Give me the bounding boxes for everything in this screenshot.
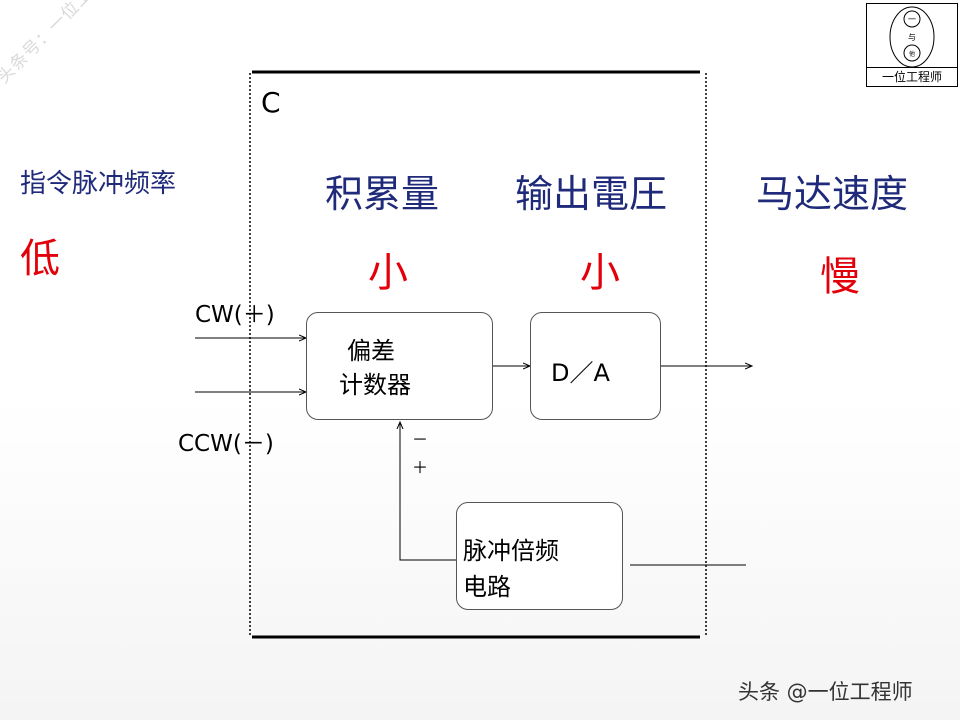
footer-watermark: 头条 @一位工程师 [738,680,913,704]
accumulation-value: 小 [368,250,408,296]
cw-label: CW(＋) [195,302,275,328]
logo-glyph-3: 他 [909,50,915,58]
feedback-minus-sign: － [412,430,429,449]
feedback-plus-sign: ＋ [412,458,429,477]
motor-speed-heading: 马达速度 [756,172,909,216]
multiplier-label-line2: 电路 [463,573,511,601]
dac-block: D／A [530,312,661,420]
frame-label: C [261,86,281,119]
feedback-line [400,422,456,561]
deviation-counter-block: 偏差 计数器 [306,312,493,420]
motor-speed-value: 慢 [820,254,860,300]
multiplier-label-line1: 脉冲倍频 [463,537,559,565]
counter-label-line1: 偏差 [347,337,395,365]
output-voltage-heading: 输出電圧 [515,172,668,216]
logo-glyph-1: 一 [908,15,916,24]
pulse-frequency-value: 低 [20,236,60,282]
ccw-label: CCW(－) [178,431,274,457]
logo-caption: 一位工程师 [867,67,957,86]
pulse-frequency-title: 指令脉冲频率 [20,169,177,199]
logo: 一 与 他 一位工程师 [866,3,958,87]
pulse-multiplier-block: 脉冲倍频 电路 [456,502,623,610]
accumulation-heading: 积累量 [325,172,440,216]
logo-glyph-2: 与 [908,33,916,42]
counter-label-line2: 计数器 [339,371,411,399]
dac-label: D／A [551,359,610,387]
output-voltage-value: 小 [580,250,620,296]
